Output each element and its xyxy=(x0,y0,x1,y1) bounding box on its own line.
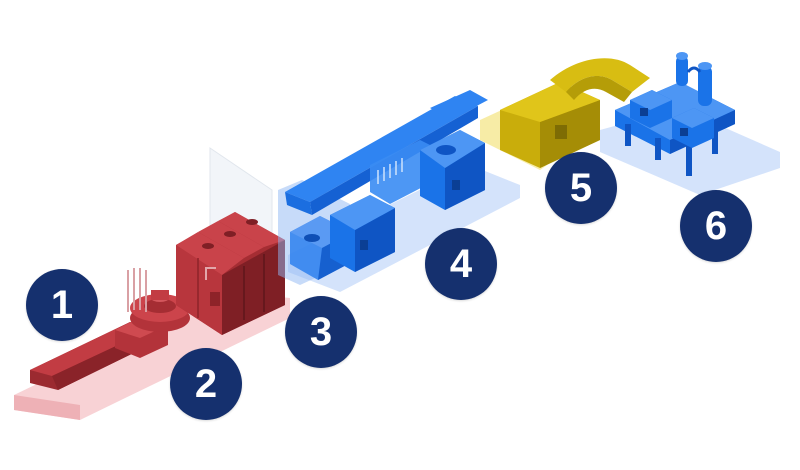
step-badge-4[interactable]: 4 xyxy=(425,228,497,300)
step-badge-1[interactable]: 1 xyxy=(26,269,98,341)
step-badge-5[interactable]: 5 xyxy=(545,152,617,224)
step-badge-2[interactable]: 2 xyxy=(170,348,242,420)
step-badge-6[interactable]: 6 xyxy=(680,190,752,262)
processing-platform-icon xyxy=(615,52,735,176)
furnace-block-icon xyxy=(176,147,285,335)
conveyor-tunnel-icon xyxy=(500,58,650,168)
step-badge-3[interactable]: 3 xyxy=(285,296,357,368)
casting-line-icon xyxy=(30,268,214,390)
assembly-building-icon xyxy=(285,90,488,272)
